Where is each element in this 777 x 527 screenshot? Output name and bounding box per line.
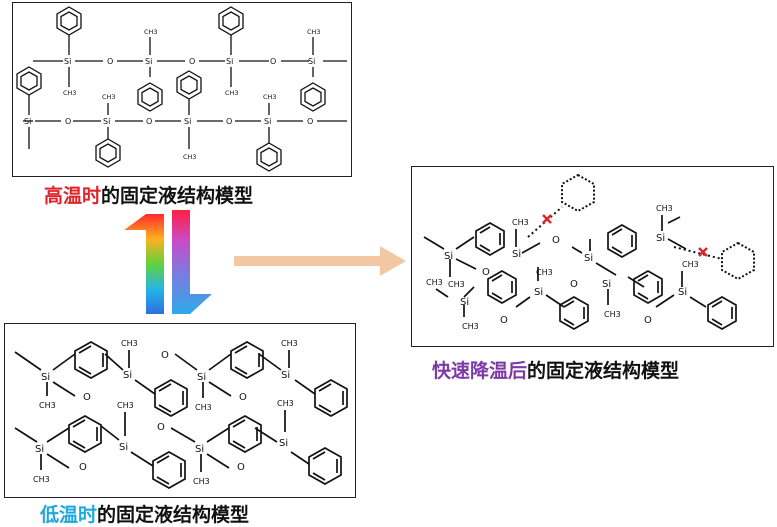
si-atom: Si — [460, 297, 469, 308]
o-atom: O — [226, 117, 232, 126]
methyl-label: CH3 — [536, 268, 553, 277]
methyl-label: CH3 — [63, 89, 77, 97]
o-atom: O — [500, 315, 508, 326]
si-atom: Si — [444, 251, 453, 262]
methyl-label: CH3 — [281, 339, 298, 348]
high-temp-model-panel: Si O Si O Si O Si CH3 CH3 CH3 CH3 Si O S… — [12, 2, 352, 177]
si-atom: Si — [584, 253, 593, 264]
high-temp-structure-svg: Si O Si O Si O Si CH3 CH3 CH3 CH3 Si O S… — [16, 6, 347, 172]
methyl-label: CH3 — [144, 28, 158, 36]
benzene-ring-icon — [68, 341, 348, 489]
o-atom: O — [239, 392, 247, 403]
methyl-label: CH3 — [462, 322, 479, 331]
o-atom: O — [157, 422, 165, 433]
caption-rest: 的固定液结构模型 — [101, 185, 254, 207]
methyl-label: CH3 — [117, 401, 134, 410]
benzene-ring-icon — [16, 6, 326, 172]
methyl-label: CH3 — [656, 204, 673, 213]
o-atom: O — [237, 462, 245, 473]
si-atom: Si — [103, 117, 110, 126]
low-temp-label: 低温时 — [40, 504, 98, 526]
methyl-label: CH3 — [121, 339, 138, 348]
benzene-ring-icon — [475, 222, 737, 330]
o-atom: O — [644, 315, 652, 326]
si-atom: Si — [264, 117, 271, 126]
methyl-label: CH3 — [682, 260, 699, 269]
si-atom: Si — [279, 438, 288, 449]
methyl-label: CH3 — [39, 401, 56, 410]
o-atom: O — [307, 117, 313, 126]
si-atom: Si — [35, 444, 44, 455]
caption-rest: 的固定液结构模型 — [97, 504, 250, 526]
o-atom: O — [552, 235, 560, 246]
si-atom: Si — [195, 444, 204, 455]
si-atom: Si — [281, 370, 290, 381]
o-atom: O — [482, 267, 490, 278]
low-temp-model-panel: Si O Si O Si O Si CH3 CH3 CH3 CH3 Si O S… — [4, 323, 356, 498]
methyl-label: CH3 — [512, 218, 529, 227]
rainbow-equilibrium-arrows-icon — [124, 210, 212, 314]
methyl-label: CH3 — [33, 475, 50, 484]
cross-mark-icon — [542, 214, 708, 257]
methyl-label: CH3 — [102, 93, 116, 101]
quenched-model-panel: Si O Si O Si Si CH3 CH3 CH3 CH3 CH3 Si O… — [411, 166, 774, 347]
si-atom: Si — [656, 233, 665, 244]
o-atom: O — [146, 117, 152, 126]
si-atom: Si — [534, 287, 543, 298]
o-atom: O — [270, 57, 276, 66]
o-atom: O — [161, 350, 169, 361]
o-atom: O — [83, 392, 91, 403]
high-temp-caption: 高温时的固定液结构模型 — [44, 181, 253, 208]
methyl-label: CH3 — [277, 399, 294, 408]
methyl-label: CH3 — [604, 310, 621, 319]
si-atom: Si — [226, 57, 233, 66]
o-atom: O — [189, 57, 195, 66]
quenched-caption: 快速降温后的固定液结构模型 — [432, 356, 679, 383]
si-atom: Si — [119, 442, 128, 453]
methyl-label: CH3 — [263, 93, 277, 101]
si-atom: Si — [64, 57, 71, 66]
si-atom: Si — [308, 57, 315, 66]
quenched-structure-svg: Si O Si O Si Si CH3 CH3 CH3 CH3 CH3 Si O… — [423, 173, 755, 331]
high-temp-label: 高温时 — [44, 185, 102, 207]
low-temp-structure-svg: Si O Si O Si O Si CH3 CH3 CH3 CH3 Si O S… — [14, 339, 348, 489]
si-atom: Si — [197, 372, 206, 383]
methyl-label: CH3 — [448, 280, 465, 289]
low-temp-caption: 低温时的固定液结构模型 — [40, 500, 249, 527]
o-atom: O — [79, 462, 87, 473]
si-atom: Si — [41, 372, 50, 383]
methyl-label: CH3 — [426, 278, 443, 287]
o-atom: O — [570, 279, 578, 290]
methyl-label: CH3 — [193, 477, 210, 486]
si-atom: Si — [145, 57, 152, 66]
o-atom: O — [65, 117, 71, 126]
right-arrow-icon — [234, 246, 406, 276]
o-atom: O — [107, 57, 113, 66]
methyl-label: CH3 — [307, 28, 321, 36]
si-atom: Si — [512, 249, 521, 260]
si-atom: Si — [602, 279, 611, 290]
si-atom: Si — [123, 370, 132, 381]
si-atom: Si — [184, 117, 191, 126]
methyl-label: CH3 — [183, 153, 197, 161]
si-atom: Si — [24, 117, 31, 126]
quenched-label: 快速降温后 — [432, 360, 528, 382]
methyl-label: CH3 — [225, 89, 239, 97]
methyl-label: CH3 — [195, 403, 212, 412]
si-atom: Si — [678, 287, 687, 298]
caption-rest: 的固定液结构模型 — [527, 360, 680, 382]
